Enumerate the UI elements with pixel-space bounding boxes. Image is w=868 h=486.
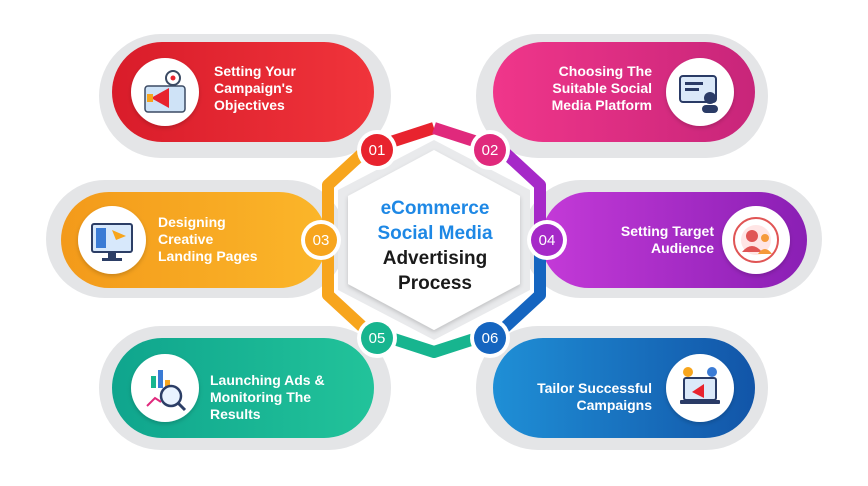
step-2-label: Choosing The Suitable Social Media Platf… — [530, 63, 652, 114]
step-5-line-1: Launching Ads & — [210, 372, 325, 388]
step-number-5: 05 — [368, 329, 386, 347]
step-6-label: Tailor Successful Campaigns — [516, 380, 652, 414]
step-2-line-2: Suitable Social — [552, 80, 652, 96]
step-1-line-3: Objectives — [214, 97, 285, 113]
step-6-line-2: Campaigns — [576, 397, 652, 413]
center-hexagon — [348, 150, 520, 330]
step-4-label: Setting Target Audience — [590, 223, 714, 257]
step-number-4: 04 — [538, 231, 556, 249]
step-1-line-1: Setting Your — [214, 63, 296, 79]
step-5-label: Launching Ads & Monitoring The Results — [210, 372, 325, 423]
step-5-line-3: Results — [210, 406, 261, 422]
social-profile-screen-icon — [679, 75, 718, 113]
number-badges — [301, 130, 567, 358]
step-number-1: 01 — [368, 141, 386, 159]
step-3-line-3: Landing Pages — [158, 248, 258, 264]
center-title-line-2: Social Media — [377, 223, 493, 244]
step-3-line-2: Creative — [158, 231, 214, 247]
monitor-design-icon — [91, 223, 133, 261]
center-title-line-1: eCommerce — [380, 198, 490, 219]
campaign-laptop-icon — [680, 367, 720, 404]
analytics-magnifier-icon — [146, 370, 187, 412]
step-1-label: Setting Your Campaign's Objectives — [214, 63, 296, 114]
step-number-3: 03 — [312, 231, 330, 249]
step-4-line-2: Audience — [650, 240, 714, 256]
step-2-line-3: Media Platform — [551, 97, 652, 113]
step-3-line-1: Designing — [158, 214, 226, 230]
step-number-2: 02 — [481, 141, 499, 159]
audience-target-icon — [733, 217, 779, 263]
step-6-line-1: Tailor Successful — [537, 380, 652, 396]
step-number-6: 06 — [481, 329, 499, 347]
step-3-label: Designing Creative Landing Pages — [158, 214, 258, 265]
step-5-line-2: Monitoring The — [210, 389, 312, 405]
step-1-line-2: Campaign's — [214, 80, 293, 96]
step-4-line-1: Setting Target — [620, 223, 714, 239]
center-title-line-4: Process — [398, 273, 472, 294]
step-2-line-1: Choosing The — [558, 63, 652, 79]
center-title-line-3: Advertising — [382, 248, 488, 269]
megaphone-target-icon — [144, 70, 186, 113]
center-title: eCommerce Social Media Advertising Proce… — [350, 196, 520, 296]
